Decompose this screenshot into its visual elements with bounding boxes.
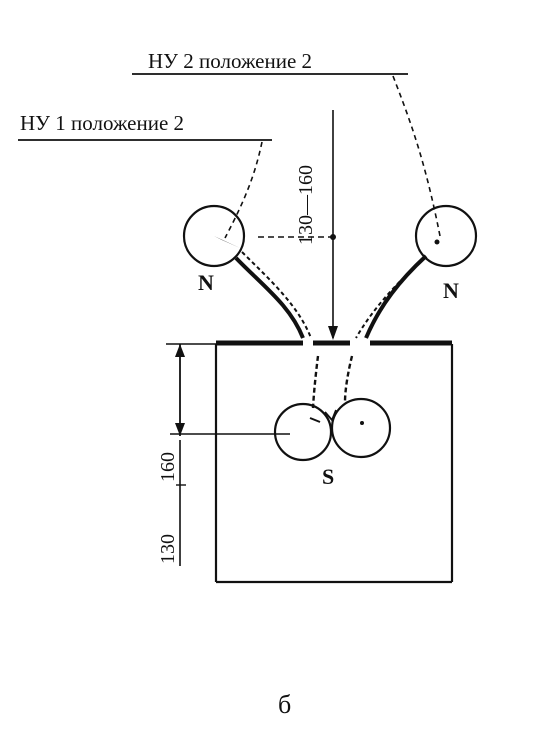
dim-left-arrow-bottom: [175, 423, 185, 436]
circle-s-left-mark: [309, 417, 321, 423]
circle-s-junction: [324, 409, 337, 422]
label-nu1: НУ 1 положение 2: [20, 111, 184, 135]
circle-s-right: [330, 397, 392, 459]
leader-nu2: [392, 75, 441, 237]
figure-caption: б: [278, 690, 291, 719]
circle-nu2: [414, 204, 478, 268]
label-nu2: НУ 2 положение 2: [148, 49, 312, 73]
circle-s-right-dot: [360, 421, 364, 425]
circle-nu1: [182, 204, 246, 268]
pole-s: S: [322, 464, 334, 489]
dim-top-arrow: [328, 326, 338, 340]
dim-left-arrow-top: [175, 344, 185, 357]
dim-top-point: [330, 234, 336, 240]
dim-left-label-a: 160: [157, 452, 179, 482]
pole-n-left: N: [198, 270, 214, 295]
circle-s-left: [273, 402, 333, 462]
cable-right-outer: [364, 254, 428, 339]
circle-nu1-mark: [214, 236, 240, 248]
circle-nu2-dot: [434, 239, 440, 245]
dim-left-label-b: 130: [157, 534, 179, 564]
cable-right-inner: [355, 261, 421, 339]
pole-n-right: N: [443, 278, 459, 303]
cable-left-outer: [234, 256, 305, 339]
dim-top-label: 130—160: [295, 165, 317, 245]
cable-left-inner: [241, 251, 312, 339]
wire-s-right: [343, 355, 354, 403]
wire-s-left: [311, 355, 320, 409]
leader-nu1: [224, 141, 263, 239]
